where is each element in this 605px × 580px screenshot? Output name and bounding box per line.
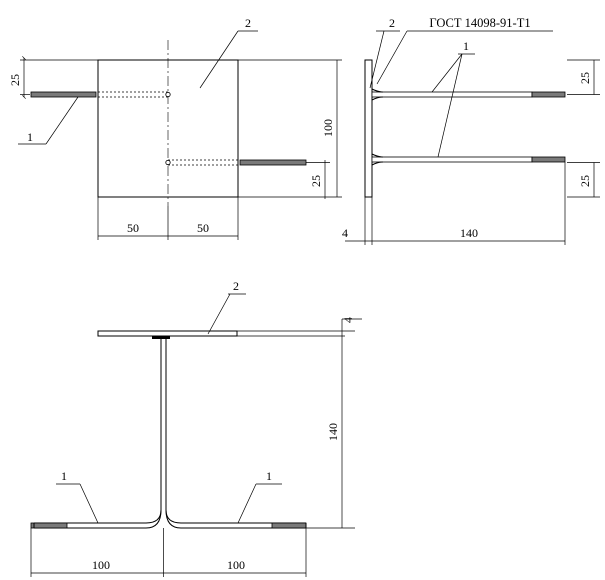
bottom-callout-1-right: 1 xyxy=(266,469,272,483)
side-callout-2: 2 xyxy=(389,16,395,30)
bottom-bend-left xyxy=(34,509,162,524)
bottom-dim-height: 140 xyxy=(326,423,340,441)
front-dim-bottom-right: 50 xyxy=(197,221,209,235)
front-dim-bottom-left: 50 xyxy=(127,221,139,235)
front-callout-2: 2 xyxy=(245,16,251,30)
bottom-callout-1-left: 1 xyxy=(61,469,67,483)
bottom-dim-right: 100 xyxy=(227,558,245,572)
side-dim-plate-thickness: 4 xyxy=(342,226,348,240)
side-dim-length: 140 xyxy=(460,226,478,240)
side-view: 25 25 4 140 2 ГОСТ 14098-91-Т1 1 xyxy=(342,16,600,245)
standard-label: ГОСТ 14098-91-Т1 xyxy=(429,16,530,30)
front-view: 25 100 25 50 50 1 2 xyxy=(8,16,342,240)
bottom-callout-2: 2 xyxy=(233,279,239,293)
front-dim-left-top: 25 xyxy=(8,74,22,86)
front-anchor-bar-upper xyxy=(30,91,97,98)
side-dim-right-bottom: 25 xyxy=(578,175,592,187)
front-dim-height: 100 xyxy=(321,119,335,137)
front-callout-1: 1 xyxy=(27,130,33,144)
front-dim-right-bottom: 25 xyxy=(309,175,323,187)
side-anchor-lower xyxy=(371,156,533,163)
bottom-bend-right xyxy=(165,509,306,524)
side-dim-right-top: 25 xyxy=(578,72,592,84)
bottom-plate xyxy=(97,330,238,337)
side-plate xyxy=(364,59,373,198)
bottom-view: 2 4 140 100 100 1 1 xyxy=(30,279,362,577)
front-anchor-bar-lower xyxy=(239,159,307,166)
bottom-dim-left: 100 xyxy=(92,558,110,572)
front-weld-upper xyxy=(165,91,171,98)
front-weld-lower xyxy=(165,159,171,166)
bottom-dim-plate-thickness: 4 xyxy=(341,317,355,323)
side-callout-1: 1 xyxy=(463,39,469,53)
